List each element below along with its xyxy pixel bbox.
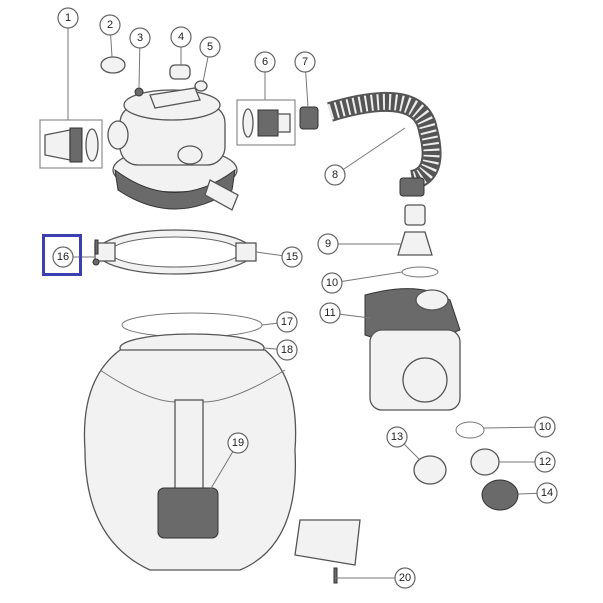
callout-12: 12 <box>534 451 556 473</box>
callout-1: 1 <box>57 7 79 29</box>
callout-3: 3 <box>129 27 151 49</box>
callout-label: 8 <box>332 169 338 181</box>
callout-8: 8 <box>324 164 346 186</box>
leader-line <box>331 271 403 284</box>
callout-2: 2 <box>99 14 121 36</box>
callout-15: 15 <box>281 246 303 268</box>
callout-10: 10 <box>534 416 556 438</box>
callout-label: 13 <box>391 431 403 443</box>
callout-label: 10 <box>539 421 551 433</box>
part-10-oring <box>401 266 439 278</box>
callout-9: 9 <box>317 233 339 255</box>
callout-label: 10 <box>326 277 338 289</box>
multiport-valve <box>107 87 239 211</box>
part-6-union <box>236 99 296 146</box>
callout-13: 13 <box>386 426 408 448</box>
callout-label: 20 <box>399 572 411 584</box>
callout-7: 7 <box>294 51 316 73</box>
callout-label: 12 <box>539 456 551 468</box>
callout-label: 1 <box>65 12 71 24</box>
part-13-cap <box>413 455 447 485</box>
part-20-bracket <box>294 519 361 566</box>
callout-17: 17 <box>276 311 298 333</box>
callout-14: 14 <box>536 482 558 504</box>
callout-label: 11 <box>324 307 335 319</box>
callout-label: 15 <box>286 251 298 263</box>
callout-label: 4 <box>178 31 184 43</box>
leader-line <box>334 127 406 176</box>
highlight-box-part-16 <box>42 234 82 276</box>
part-14-nut <box>481 479 519 511</box>
callout-11: 11 <box>319 302 341 324</box>
part-11-pump <box>364 288 461 411</box>
callout-16: 16 <box>52 246 74 268</box>
callout-18: 18 <box>276 339 298 361</box>
part-3-plug <box>134 87 144 97</box>
callout-19: 19 <box>227 432 249 454</box>
callout-label: 16 <box>57 251 69 263</box>
callout-label: 3 <box>137 32 143 44</box>
part-15-clamp <box>94 229 257 275</box>
part-4-fitting <box>169 64 208 92</box>
callout-label: 19 <box>232 437 244 449</box>
callout-label: 9 <box>325 238 331 250</box>
callout-6: 6 <box>254 51 276 73</box>
callout-10: 10 <box>321 272 343 294</box>
part-12-union <box>470 448 500 476</box>
callout-label: 18 <box>281 344 293 356</box>
callout-label: 14 <box>541 487 553 499</box>
callout-5: 5 <box>199 36 221 58</box>
part-2-cap <box>100 56 126 74</box>
part-16-screw <box>92 239 100 266</box>
part-19-laterals <box>157 487 219 539</box>
callout-4: 4 <box>170 26 192 48</box>
callout-label: 17 <box>281 316 293 328</box>
callout-label: 6 <box>262 56 268 68</box>
part-7-nut <box>299 106 319 130</box>
callout-20: 20 <box>394 567 416 589</box>
part-9-adapter <box>397 231 433 256</box>
part-1-adapter <box>39 119 103 169</box>
part-19-pipe <box>174 399 204 491</box>
callout-label: 7 <box>302 56 308 68</box>
callout-label: 2 <box>107 19 113 31</box>
callout-label: 5 <box>207 41 213 53</box>
